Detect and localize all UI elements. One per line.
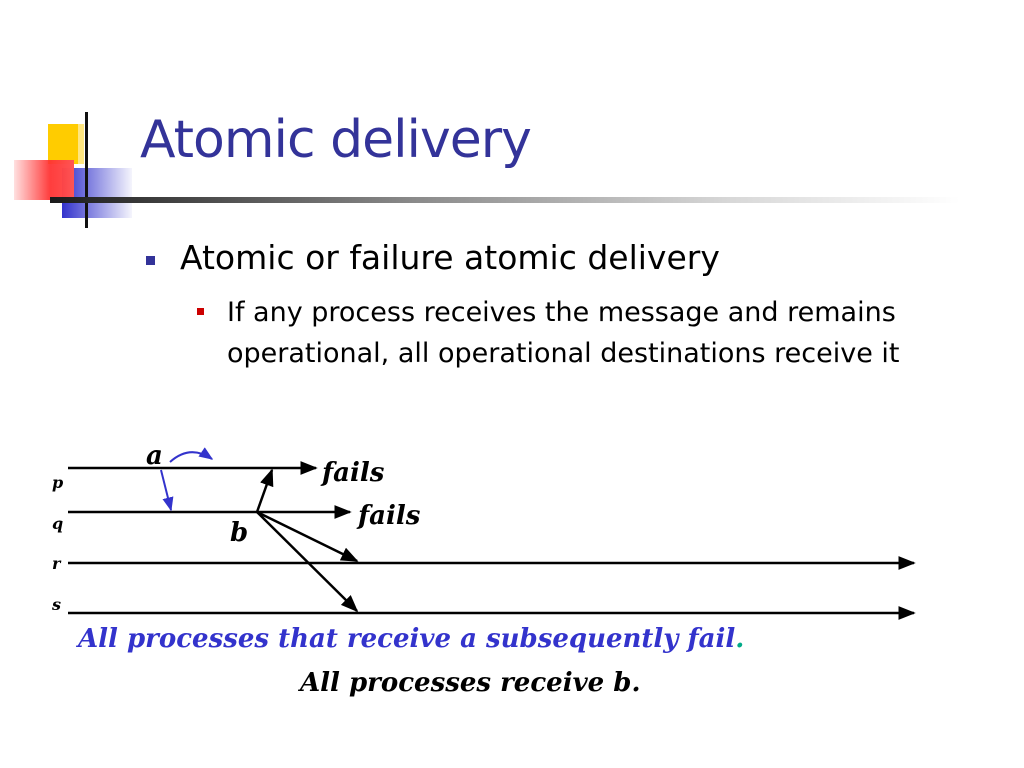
yellow-square-fade xyxy=(78,124,84,164)
caption-all-receive-b: All processes receive b. xyxy=(300,668,641,698)
process-label-s: s xyxy=(51,595,61,614)
process-label-r: r xyxy=(52,554,62,573)
message-label-a: a xyxy=(146,441,163,471)
message-b-arrow-to-r xyxy=(256,510,359,563)
square-bullet-icon xyxy=(146,256,155,265)
fails-label-p: fails xyxy=(320,458,385,488)
message-a-arrow-to-q xyxy=(160,469,174,512)
fails-label-q: fails xyxy=(356,501,421,531)
bullet-text: Atomic or failure atomic delivery xyxy=(180,238,720,277)
message-b-arrow-to-s xyxy=(256,511,359,613)
message-a-self-arrow xyxy=(169,447,214,463)
logo-vertical-line xyxy=(85,112,88,228)
slide-decoration-logo xyxy=(14,112,132,228)
caption-failure-atomic-text: All processes that receive a subsequentl… xyxy=(78,624,736,654)
slide-title: Atomic delivery xyxy=(140,110,532,170)
message-b-arrow-to-p xyxy=(255,468,274,513)
atomic-delivery-diagram: p q r s a b fails fails xyxy=(51,441,916,620)
caption-period: . xyxy=(735,624,745,654)
message-label-b: b xyxy=(230,518,248,548)
sub-bullet-text: If any process receives the message and … xyxy=(227,297,900,369)
red-square xyxy=(14,160,74,200)
yellow-square xyxy=(48,124,78,164)
process-label-p: p xyxy=(52,473,63,492)
process-label-q: q xyxy=(52,514,63,533)
title-underline xyxy=(50,197,960,203)
caption-failure-atomic: All processes that receive a subsequentl… xyxy=(78,624,744,654)
square-sub-bullet-icon xyxy=(197,308,204,315)
